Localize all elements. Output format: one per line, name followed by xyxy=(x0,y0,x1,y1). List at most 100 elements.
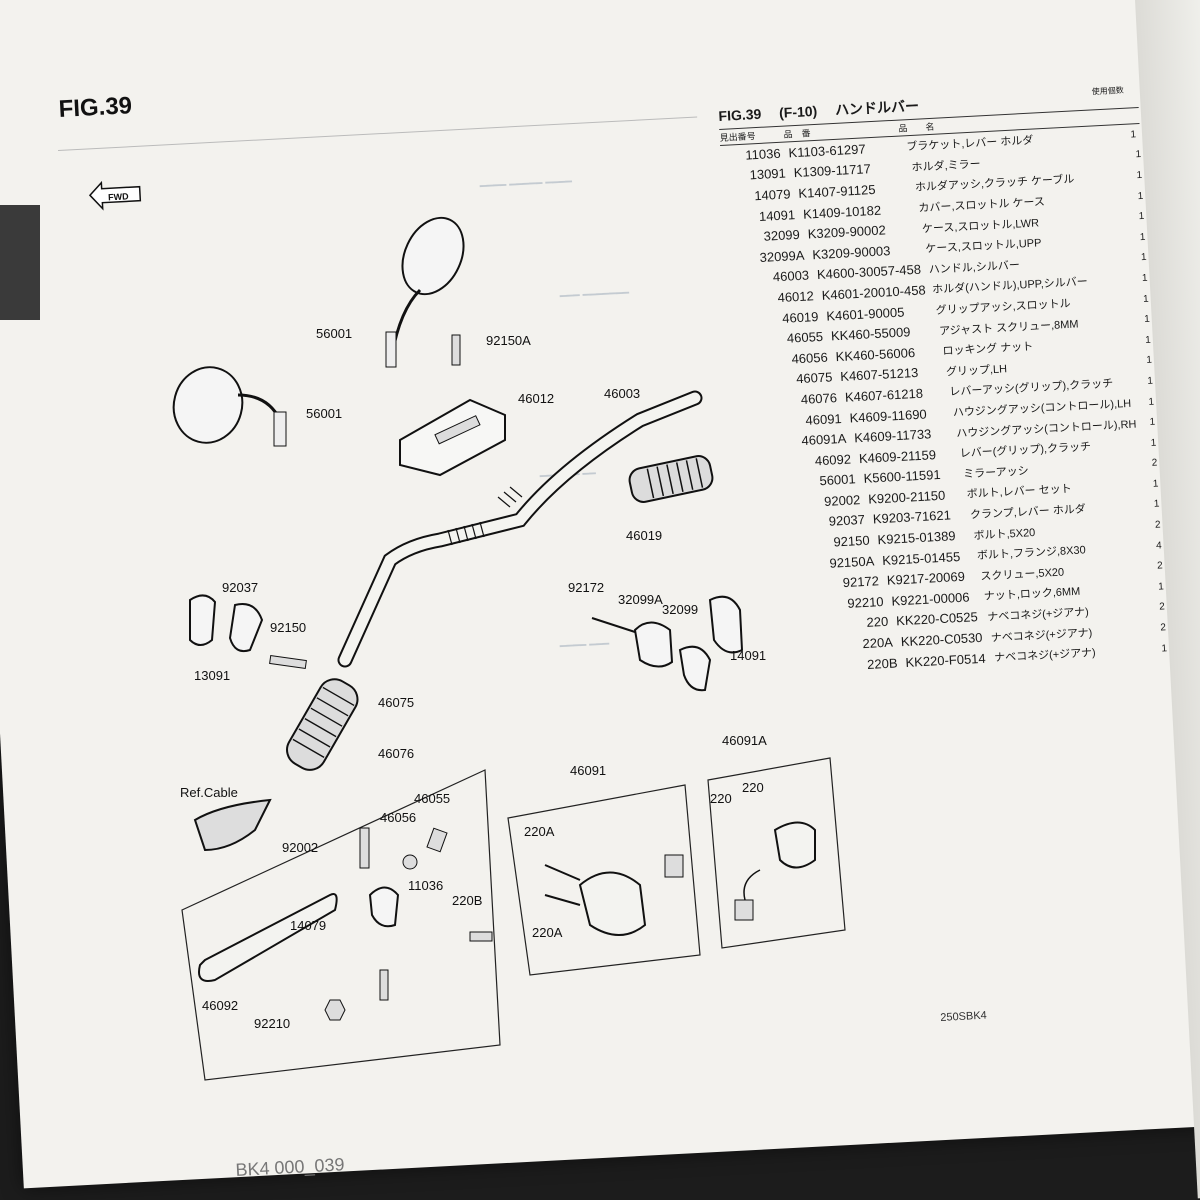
qty-cell: 1 xyxy=(1150,437,1157,449)
ref-cell: 11036 xyxy=(745,145,781,163)
label-46091: 46091 xyxy=(570,763,606,778)
label-14091: 14091 xyxy=(730,648,766,663)
qty-cell: 2 xyxy=(1160,622,1167,634)
ref-cell: 46091A xyxy=(801,430,847,449)
qty-cell: 2 xyxy=(1154,519,1161,531)
label-13091: 13091 xyxy=(194,668,230,683)
part-cell: K4607-51213 xyxy=(839,365,919,385)
label-14079: 14079 xyxy=(290,918,326,933)
label-92210: 92210 xyxy=(254,1016,290,1031)
ref-cell: 220B xyxy=(866,655,898,672)
ref-cell: 14091 xyxy=(758,206,796,224)
part-cell: K4607-61218 xyxy=(844,385,924,405)
svg-text:━━━ ━━━━━━━: ━━━ ━━━━━━━ xyxy=(559,287,630,303)
label-56001-b: 56001 xyxy=(306,406,342,421)
label-56001-a: 56001 xyxy=(316,326,352,341)
label-220A-a: 220A xyxy=(524,824,555,839)
label-46076: 46076 xyxy=(378,746,414,761)
left-switch-box xyxy=(507,784,701,976)
part-cell: KK220-C0525 xyxy=(895,609,979,629)
part-cell: K4609-11690 xyxy=(849,406,928,426)
ref-cell: 92210 xyxy=(847,593,884,611)
ref-cell: 46003 xyxy=(772,267,810,285)
qty-cell: 2 xyxy=(1156,560,1163,572)
label-220-b: 220 xyxy=(742,780,764,795)
ref-cell: 92002 xyxy=(823,491,861,509)
ref-cell: 220A xyxy=(862,634,894,652)
svg-text:━━━━ ━━━━━ ━━━━: ━━━━ ━━━━━ ━━━━ xyxy=(479,176,573,193)
label-ref-cable: Ref.Cable xyxy=(180,785,238,800)
part-cell: K9215-01455 xyxy=(881,548,961,568)
right-switch-box xyxy=(707,757,846,949)
ref-cell: 46056 xyxy=(791,349,829,367)
ref-cell: 32099 xyxy=(763,227,801,244)
label-92150: 92150 xyxy=(270,620,306,635)
section-tab xyxy=(0,205,40,320)
qty-cell: 1 xyxy=(1148,396,1155,408)
part-cell: KK220-C0530 xyxy=(900,629,983,650)
label-46092: 46092 xyxy=(202,998,238,1013)
ref-cell: 32099A xyxy=(759,247,805,265)
ref-cell: 56001 xyxy=(819,471,856,489)
qty-cell: 1 xyxy=(1161,642,1168,655)
ref-cell: 46019 xyxy=(781,308,819,326)
label-220-a: 220 xyxy=(710,791,732,806)
qty-cell: 1 xyxy=(1136,169,1143,182)
part-cell: KK460-55009 xyxy=(830,324,911,344)
part-cell: K9221-00006 xyxy=(891,589,970,609)
ref-cell: 46075 xyxy=(795,369,833,387)
qty-cell: 2 xyxy=(1159,601,1166,614)
ref-cell: 92150 xyxy=(833,532,870,550)
part-cell: K9200-21150 xyxy=(867,487,946,507)
label-220B: 220B xyxy=(452,893,482,908)
label-220A-b: 220A xyxy=(532,925,563,940)
label-46012: 46012 xyxy=(518,391,554,406)
qty-cell: 1 xyxy=(1149,416,1156,428)
part-cell: K9217-20069 xyxy=(886,569,966,589)
part-cell: K4609-21159 xyxy=(858,446,937,466)
qty-cell: 1 xyxy=(1137,190,1144,202)
label-92037: 92037 xyxy=(222,580,258,595)
label-32099A: 32099A xyxy=(618,592,663,607)
label-32099: 32099 xyxy=(662,602,698,617)
label-46091A: 46091A xyxy=(722,733,767,748)
mirror-holder-icon xyxy=(189,594,307,670)
part-cell: K9215-01389 xyxy=(877,528,956,548)
label-92150A: 92150A xyxy=(486,333,531,348)
callout-labels: 56001 56001 92150A 46012 46003 46019 920… xyxy=(180,326,767,1031)
qty-cell: 1 xyxy=(1140,252,1147,264)
table-fig: FIG.39 xyxy=(718,105,762,124)
qty-cell: 1 xyxy=(1130,128,1137,141)
table-code: (F-10) xyxy=(778,102,818,121)
ref-cell: 92172 xyxy=(842,573,880,591)
qty-cell: 1 xyxy=(1135,149,1142,161)
fwd-arrow-icon: FWD xyxy=(88,180,142,211)
qty-cell: 4 xyxy=(1155,540,1162,552)
label-46075: 46075 xyxy=(378,695,414,710)
part-cell: KK460-56006 xyxy=(835,344,916,364)
qty-cell: 1 xyxy=(1157,581,1165,593)
mirror-left-icon xyxy=(172,366,287,447)
header-ref: 見出番号 xyxy=(719,131,756,143)
label-92002: 92002 xyxy=(282,840,318,855)
qty-header: 使用個数 xyxy=(1091,85,1124,97)
ref-cell: 46076 xyxy=(800,390,838,407)
label-46003: 46003 xyxy=(604,386,640,401)
ref-cell: 13091 xyxy=(749,165,787,183)
label-92172: 92172 xyxy=(568,580,604,595)
ref-cell: 46055 xyxy=(786,328,824,346)
footer-code: 250SBK4 xyxy=(940,1009,988,1024)
fwd-label: FWD xyxy=(108,191,129,202)
part-cell: KK220-F0514 xyxy=(905,650,987,670)
qty-cell: 1 xyxy=(1152,478,1159,490)
qty-cell: 1 xyxy=(1153,498,1160,511)
svg-text:━━━━ ━━━: ━━━━ ━━━ xyxy=(559,638,610,653)
qty-cell: 1 xyxy=(1139,231,1146,243)
qty-cell: 1 xyxy=(1147,375,1154,387)
handlebar-icon xyxy=(337,390,703,668)
ref-cell: 46091 xyxy=(805,410,843,428)
throttle-case-icon xyxy=(591,595,744,692)
mirror-right-icon xyxy=(385,216,465,368)
